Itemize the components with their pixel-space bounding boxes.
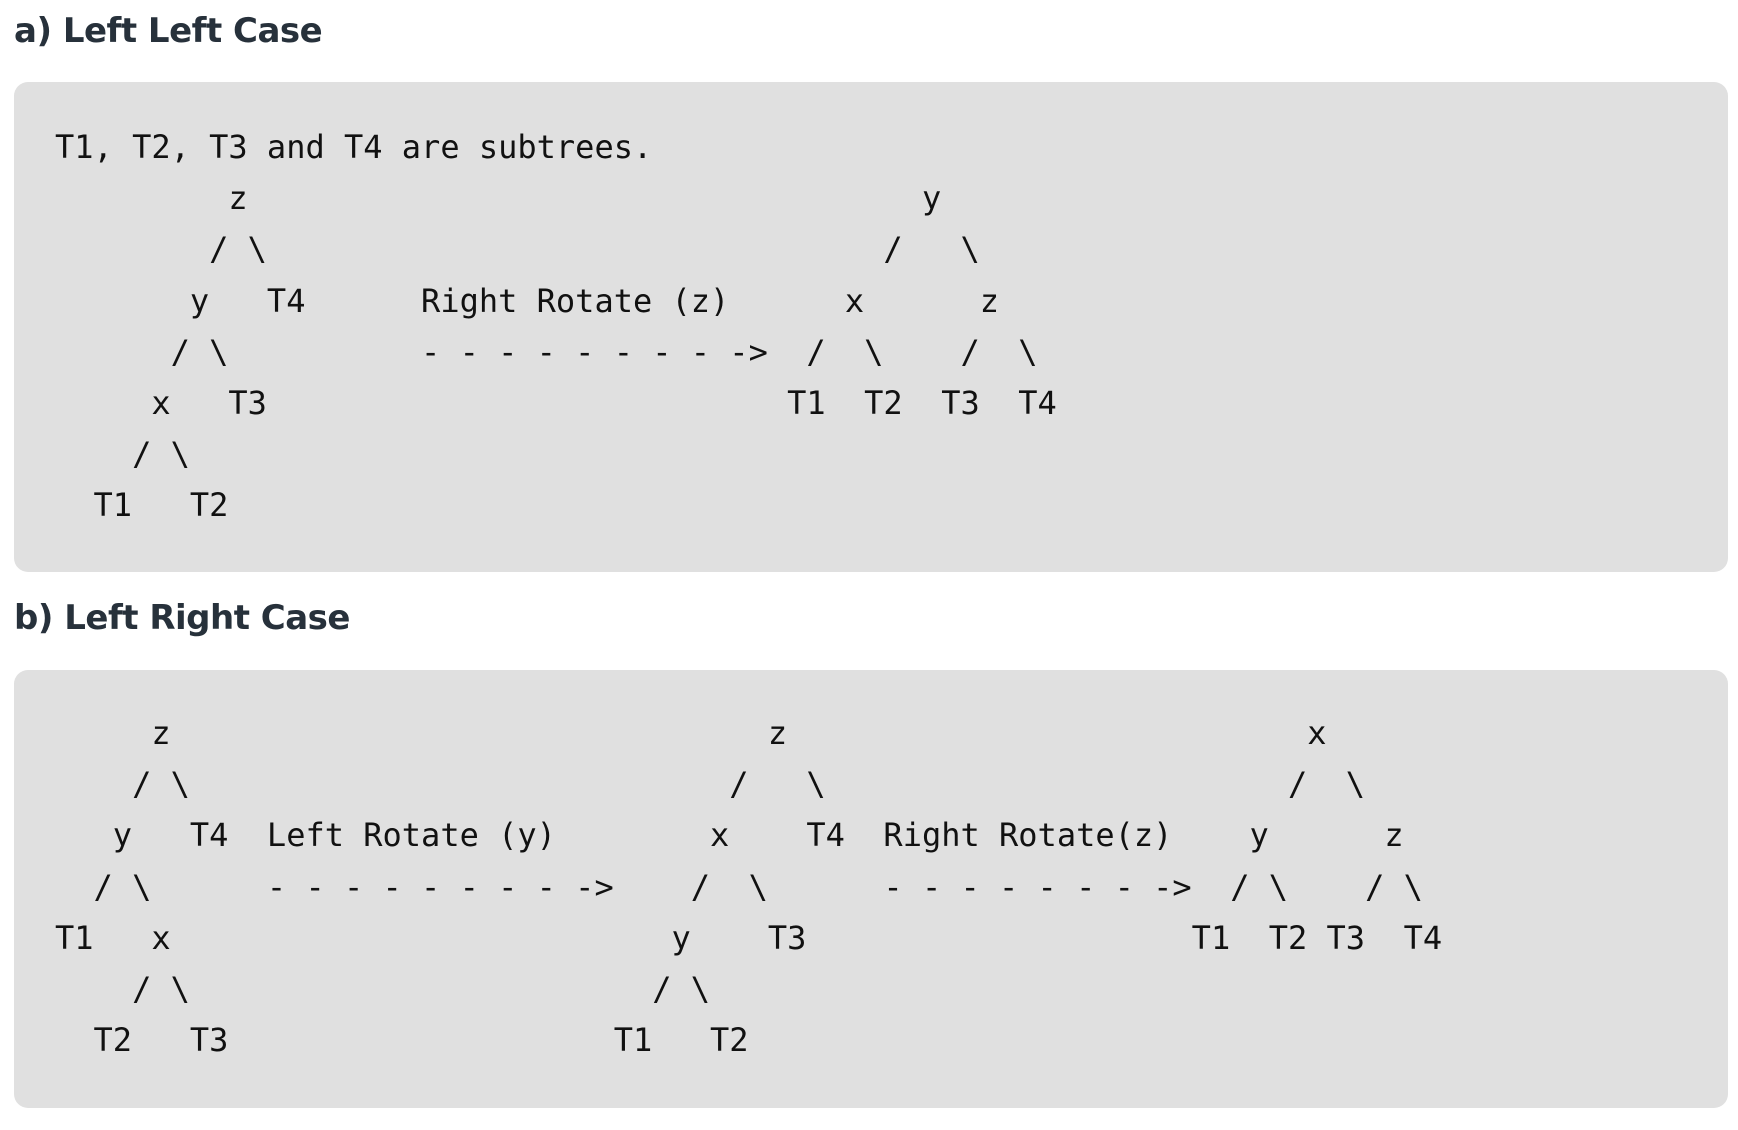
code-block-left-left-case: T1, T2, T3 and T4 are subtrees. z y / \ … xyxy=(14,82,1728,572)
code-text-left-right-case: z z x / \ / \ / \ y T4 Left Rotate (y) x… xyxy=(55,714,1443,1060)
code-block-left-right-case: z z x / \ / \ / \ y T4 Left Rotate (y) x… xyxy=(14,670,1728,1108)
section-a-heading: a) Left Left Case xyxy=(14,11,323,51)
section-b-heading: b) Left Right Case xyxy=(14,598,350,638)
code-text-left-left-case: T1, T2, T3 and T4 are subtrees. z y / \ … xyxy=(55,128,1057,525)
